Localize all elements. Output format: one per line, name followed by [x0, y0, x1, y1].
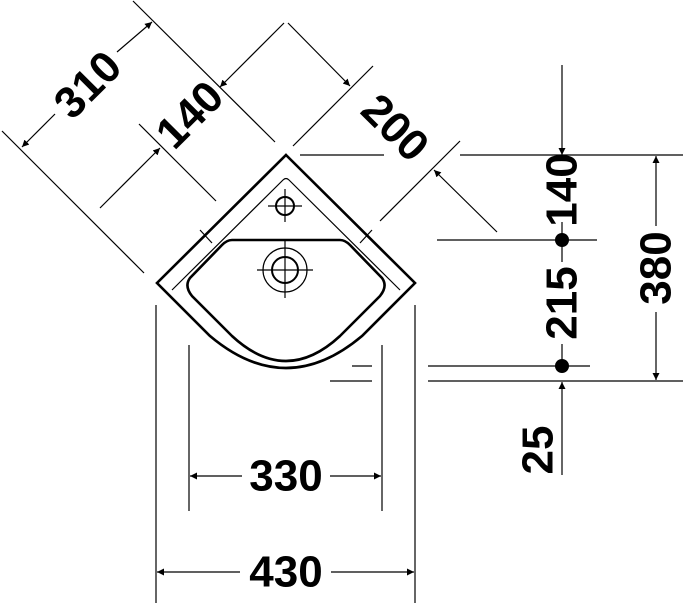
dim-140-diagonal: 140 — [99, 22, 285, 209]
dim-vertical-group: 140 215 25 380 — [300, 65, 683, 475]
dim-140-vertical-label: 140 — [538, 153, 587, 226]
waste-outlet — [257, 240, 313, 298]
dim-380-label: 380 — [632, 231, 681, 304]
waste-center-dot — [555, 359, 569, 373]
dim-215-label: 215 — [538, 266, 587, 339]
rim-tick-left — [199, 229, 213, 244]
dim-430-label: 430 — [249, 548, 322, 597]
dim-200: 200 — [287, 22, 498, 233]
tap-hole — [268, 189, 302, 222]
dim-330: 330 — [188, 345, 383, 511]
rim-tick-right — [359, 229, 373, 244]
dim-310: 310 — [1, 0, 276, 274]
dim-430: 430 — [155, 305, 416, 603]
inner-rim-line — [171, 177, 401, 291]
dim-330-label: 330 — [249, 452, 322, 501]
dim-200-label: 200 — [352, 85, 439, 172]
outer-rim — [155, 153, 417, 370]
bowl-outline — [186, 238, 386, 363]
dim-310-label: 310 — [45, 42, 132, 129]
dim-25-label: 25 — [514, 426, 563, 475]
basin-outline — [155, 153, 417, 370]
